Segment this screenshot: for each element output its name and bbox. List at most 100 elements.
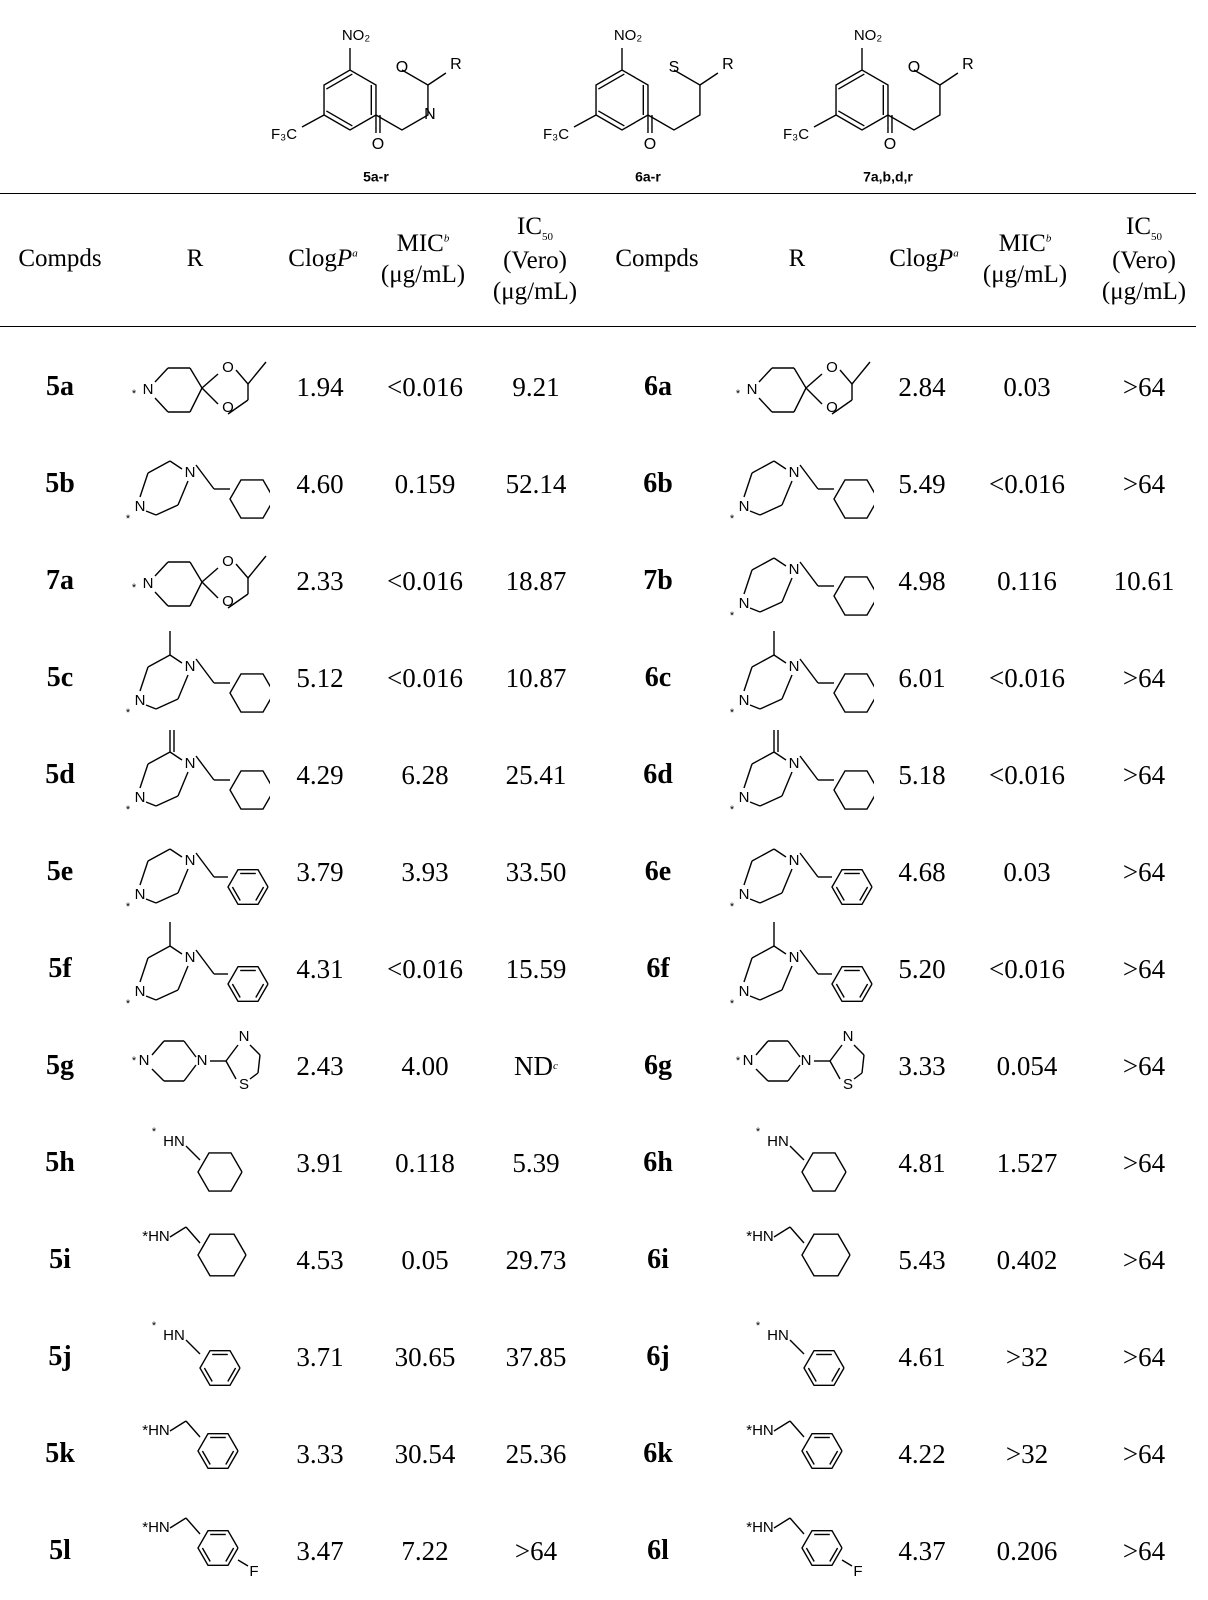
aromatic-bond	[831, 1367, 841, 1382]
clogp-value: 4.98	[898, 565, 946, 596]
ic50-value: 25.36	[505, 1438, 567, 1469]
dioxolane-oxygen: O	[222, 553, 234, 570]
compound-id: 5d	[45, 759, 75, 790]
bond	[759, 795, 783, 807]
compound-id: 6a	[644, 371, 672, 402]
bond	[145, 801, 157, 807]
ic50-value: >64	[1122, 1050, 1166, 1081]
phenyl-ring	[227, 868, 269, 906]
phenyl-ring	[199, 1349, 241, 1387]
piperazine-nitrogen: N	[739, 789, 750, 806]
header-r-right: R	[788, 245, 806, 273]
piperidine-nitrogen: N	[143, 575, 154, 592]
clogp-value: 5.18	[898, 759, 946, 790]
bond	[185, 1517, 201, 1535]
bond	[853, 1044, 865, 1056]
piperazine-nitrogen: N	[743, 1052, 754, 1069]
methyl-bond	[247, 361, 267, 385]
header-rule	[0, 326, 1196, 327]
attachment-star: *	[126, 804, 131, 816]
substituent-structure: *HN	[756, 1320, 845, 1387]
bond	[787, 1040, 801, 1058]
bond	[773, 945, 787, 955]
mic-value: 0.05	[401, 1244, 449, 1275]
fluorine: F	[853, 1563, 862, 1580]
amine-nh: HN	[163, 1327, 185, 1344]
bond	[155, 892, 179, 904]
bond	[169, 848, 183, 858]
ic50-value: >64	[1122, 856, 1166, 887]
attachment-star: *	[126, 707, 131, 719]
mic-value: 0.402	[996, 1244, 1058, 1275]
bond	[169, 751, 183, 761]
clogp-value: 4.68	[898, 856, 946, 887]
attachment-star: *	[126, 998, 131, 1010]
header-compds-right: Compds	[615, 245, 699, 273]
bond	[773, 654, 787, 664]
r-bond	[427, 72, 447, 86]
bond	[183, 1064, 197, 1082]
compound-id: 6b	[643, 468, 673, 499]
ring-heteroatom: O	[396, 59, 408, 76]
bond	[839, 369, 853, 385]
substituent-structure: NN*O	[730, 726, 874, 816]
bond	[781, 674, 793, 700]
bond	[155, 795, 179, 807]
methyl-bond	[851, 361, 871, 385]
compound-id: 5e	[46, 856, 74, 887]
mic-value: <0.016	[387, 565, 463, 596]
bond	[145, 898, 157, 904]
piperidine-nitrogen: N	[747, 381, 758, 398]
clogp-value: 2.43	[296, 1050, 344, 1081]
bond	[781, 868, 793, 894]
no2-label: NO₂	[614, 27, 643, 44]
cyclohexyl-ring	[197, 1233, 247, 1277]
clogp-value: 4.60	[296, 468, 344, 499]
bond	[195, 949, 215, 975]
cyclohexyl-ring	[229, 770, 270, 810]
compound-id: 5b	[45, 468, 75, 499]
substituent-structure: NN*	[730, 631, 874, 719]
cyclohexyl-ring	[833, 673, 874, 713]
substituent-structure: *HN	[746, 1226, 851, 1277]
clogp-value: 4.31	[296, 953, 344, 984]
bond	[759, 601, 783, 613]
header-compds-left: Compds	[18, 245, 102, 273]
phenyl-ring	[801, 1432, 843, 1470]
bond	[139, 666, 149, 692]
bond	[781, 965, 793, 991]
clogp-value: 3.91	[296, 1147, 344, 1178]
piperazine-nitrogen: N	[789, 561, 800, 578]
bond	[139, 763, 149, 789]
cf3-bond	[301, 114, 325, 128]
bond	[789, 1226, 805, 1244]
bond	[155, 504, 179, 516]
aromatic-bond	[598, 73, 625, 90]
aromatic-bond	[829, 1547, 839, 1562]
bond	[189, 367, 203, 389]
dioxolane-oxygen: O	[826, 359, 838, 376]
aromatic-bond	[835, 983, 845, 998]
bond	[799, 755, 819, 781]
bond	[781, 480, 793, 506]
aromatic-bond	[225, 1450, 235, 1465]
cf3-bond	[573, 114, 597, 128]
header-clogp-left: ClogPa	[288, 245, 358, 273]
bond	[749, 995, 761, 1001]
compound-id: 5k	[45, 1438, 75, 1469]
clogp-value: 3.71	[296, 1341, 344, 1372]
aromatic-bond	[838, 73, 865, 90]
bond	[799, 852, 819, 878]
mic-value: <0.016	[989, 953, 1065, 984]
aromatic-bond	[805, 1547, 815, 1562]
mic-value: >32	[1005, 1341, 1049, 1372]
bond	[151, 1068, 165, 1082]
compound-id: 6g	[644, 1050, 672, 1081]
